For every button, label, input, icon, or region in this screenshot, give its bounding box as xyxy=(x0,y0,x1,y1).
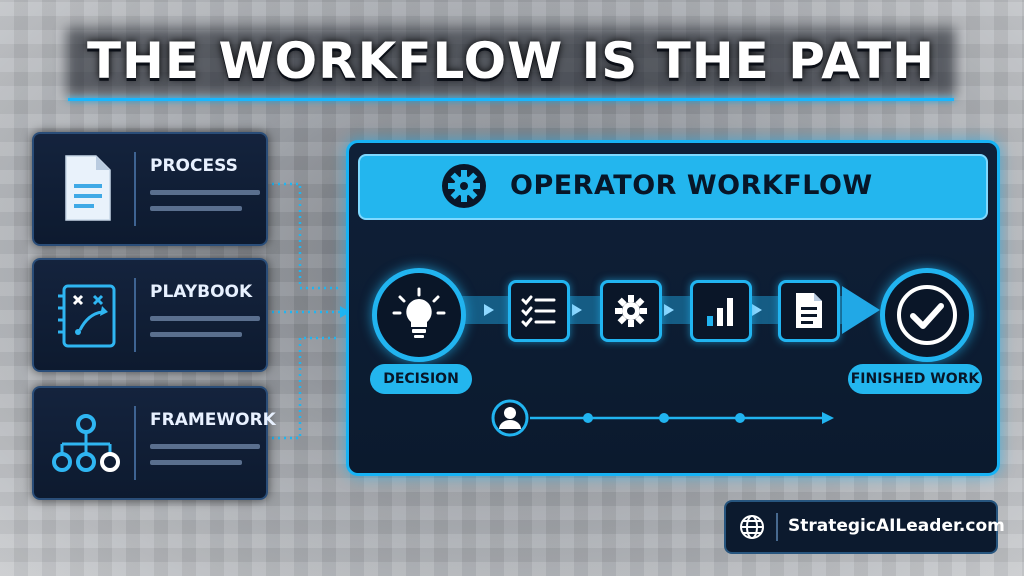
placeholder-line xyxy=(150,206,242,211)
source-card-framework: FRAMEWORK xyxy=(32,386,276,500)
url-divider xyxy=(776,513,778,541)
document-step xyxy=(778,280,840,342)
document-icon xyxy=(790,290,828,332)
source-label: PROCESS xyxy=(150,156,238,176)
document-icon xyxy=(48,148,124,228)
analysis-step xyxy=(690,280,752,342)
checklist-step xyxy=(508,280,570,342)
page-title: THE WORKFLOW IS THE PATH xyxy=(86,32,936,90)
checkmark-icon xyxy=(893,281,961,349)
gear-icon xyxy=(612,292,650,330)
process-step xyxy=(600,280,662,342)
hierarchy-icon xyxy=(48,402,124,482)
globe-icon xyxy=(738,513,766,541)
card-divider xyxy=(134,278,136,352)
finished-step xyxy=(880,268,974,362)
decision-label: DECISION xyxy=(370,364,472,394)
workflow-banner: OPERATOR WORKFLOW xyxy=(358,154,988,220)
card-divider xyxy=(134,152,136,226)
placeholder-line xyxy=(150,460,242,465)
bar-chart-icon xyxy=(702,292,740,330)
title-area: THE WORKFLOW IS THE PATH xyxy=(66,22,956,104)
person-icon xyxy=(490,398,530,438)
card-divider xyxy=(134,406,136,480)
placeholder-line xyxy=(150,332,242,337)
source-card-process: PROCESS xyxy=(32,132,268,246)
lightbulb-icon xyxy=(390,285,448,343)
website-badge[interactable]: StrategicAILeader.com xyxy=(724,500,1005,554)
checklist-icon xyxy=(520,292,558,330)
gear-icon xyxy=(440,162,488,210)
website-url[interactable]: StrategicAILeader.com xyxy=(788,516,1005,536)
placeholder-line xyxy=(150,444,260,449)
title-underline xyxy=(68,98,954,101)
playbook-icon xyxy=(48,274,124,354)
decision-step xyxy=(372,268,466,362)
finished-label: FINISHED WORK xyxy=(848,364,982,394)
source-label: PLAYBOOK xyxy=(150,282,253,302)
placeholder-line xyxy=(150,316,260,321)
title-backdrop xyxy=(66,28,956,96)
source-card-playbook: PLAYBOOK xyxy=(32,258,268,372)
placeholder-line xyxy=(150,190,260,195)
source-label: FRAMEWORK xyxy=(150,410,276,430)
workflow-title: OPERATOR WORKFLOW xyxy=(510,170,873,201)
